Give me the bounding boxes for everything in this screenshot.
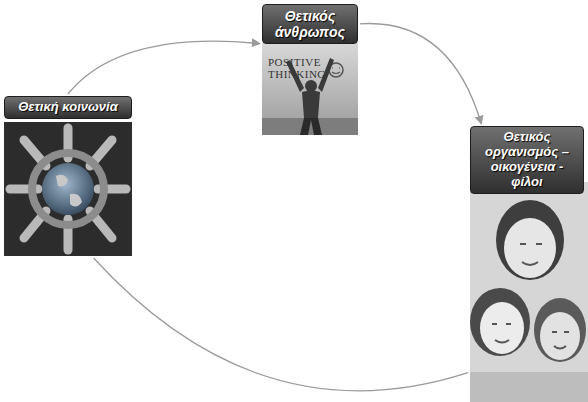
family-photo	[470, 182, 588, 402]
heading-label: Θετικός άνθρωπος	[262, 4, 358, 44]
hands-globe-photo	[4, 122, 132, 256]
photo-caption: POSITIVE THINKING	[268, 56, 328, 80]
cycle-arrow	[360, 23, 481, 124]
cycle-arrow	[94, 258, 468, 391]
picture-node: Θετικός οργανισμός – οικογένεια - φίλοι	[470, 126, 584, 400]
positive-person-photo	[262, 43, 358, 135]
heading-label: Θετική κοινωνία	[4, 96, 132, 119]
picture-node: Θετική κοινωνία	[4, 96, 132, 256]
heading-label: Θετικός οργανισμός – οικογένεια - φίλοι	[470, 126, 584, 194]
cycle-arrow	[68, 41, 260, 94]
